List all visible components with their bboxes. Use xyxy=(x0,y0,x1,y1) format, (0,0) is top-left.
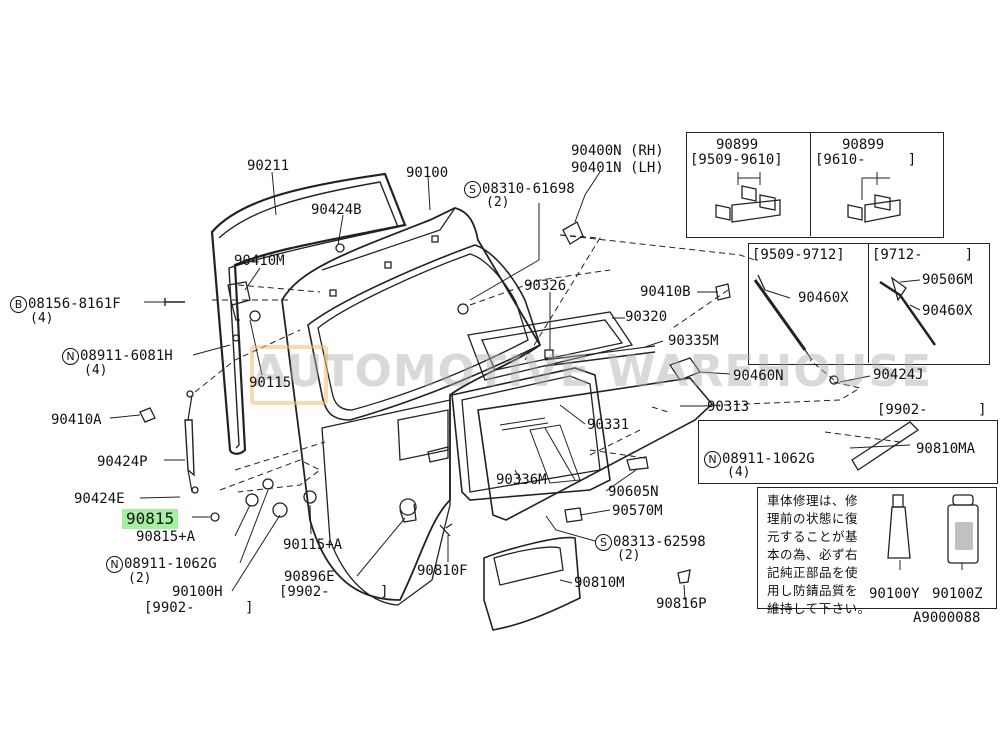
date-90896E: [9902- ] xyxy=(279,584,389,600)
part-label-90115[interactable]: 90115 xyxy=(249,375,292,391)
qty-08156: (4) xyxy=(30,311,54,326)
part-label-90100Z[interactable]: 90100Z xyxy=(932,586,983,602)
date-90100H: [9902- ] xyxy=(144,600,254,616)
90899-divider xyxy=(810,132,811,236)
symbol-n-icon: N xyxy=(62,348,79,365)
part-label-90460N[interactable]: 90460N xyxy=(733,368,784,384)
part-label-90460X-b[interactable]: 90460X xyxy=(922,303,973,319)
qty-08911c: (4) xyxy=(727,465,751,480)
date-9712: [9712- ] xyxy=(872,247,974,263)
part-label-90424E[interactable]: 90424E xyxy=(74,491,125,507)
part-label-90605N[interactable]: 90605N xyxy=(608,484,659,500)
symbol-n-icon: N xyxy=(704,451,721,468)
repair-note-line: 元することが基 xyxy=(767,529,859,544)
part-label-90335M[interactable]: 90335M xyxy=(668,333,719,349)
part-number-08156: 08156-8161F xyxy=(28,296,121,312)
part-label-90100[interactable]: 90100 xyxy=(406,165,449,181)
symbol-s-icon: S xyxy=(464,181,481,198)
part-label-90401N[interactable]: 90401N (LH) xyxy=(571,160,664,176)
part-label-90815-highlighted[interactable]: 90815 xyxy=(122,509,179,529)
repair-note-line: 本の為、必ず右 xyxy=(767,547,859,562)
part-label-90410B[interactable]: 90410B xyxy=(640,284,691,300)
part-label-90424J[interactable]: 90424J xyxy=(873,367,924,383)
qty-08313: (2) xyxy=(617,548,641,563)
qty-08911b: (2) xyxy=(128,571,152,586)
strut-box-divider xyxy=(868,243,869,363)
part-label-90815A[interactable]: 90815+A xyxy=(136,529,196,545)
part-number-08911a: 08911-6081H xyxy=(80,348,173,364)
part-label-90313[interactable]: 90313 xyxy=(707,399,750,415)
repair-note-line: 維持して下さい。 xyxy=(767,601,871,616)
part-label-90410A[interactable]: 90410A xyxy=(51,412,102,428)
part-number-08310: 08310-61698 xyxy=(482,181,575,197)
part-label-90211[interactable]: 90211 xyxy=(247,158,290,174)
part-label-90460X-a[interactable]: 90460X xyxy=(798,290,849,306)
part-label-90410M[interactable]: 90410M xyxy=(234,253,285,269)
part-label-90100H[interactable]: 90100H xyxy=(172,584,223,600)
repair-note-line: 車体修理は、修 xyxy=(767,493,859,508)
part-label-90331[interactable]: 90331 xyxy=(587,417,630,433)
repair-note: 車体修理は、修理前の状態に復元することが基本の為、必ず右記純正部品を使用し防錆品… xyxy=(767,492,899,618)
part-label-90400N[interactable]: 90400N (RH) xyxy=(571,143,664,159)
qty-08310: (2) xyxy=(486,195,510,210)
part-label-90899-b[interactable]: 90899 xyxy=(842,137,885,153)
part-label-90816P[interactable]: 90816P xyxy=(656,596,707,612)
part-label-90896E[interactable]: 90896E xyxy=(284,569,335,585)
symbol-s-icon: S xyxy=(595,534,612,551)
strut-box xyxy=(748,243,990,365)
part-label-90810MA[interactable]: 90810MA xyxy=(916,441,976,457)
part-label-90810M[interactable]: 90810M xyxy=(574,575,625,591)
symbol-n-icon: N xyxy=(106,556,123,573)
part-number-08911b: 08911-1062G xyxy=(124,556,217,572)
part-label-90320[interactable]: 90320 xyxy=(625,309,668,325)
part-label-90506M[interactable]: 90506M xyxy=(922,272,973,288)
qty-08911a: (4) xyxy=(84,363,108,378)
date-90899-a: [9509-9610] xyxy=(690,152,783,168)
repair-note-box xyxy=(757,487,997,609)
part-label-90899-a[interactable]: 90899 xyxy=(716,137,759,153)
part-label-90424B[interactable]: 90424B xyxy=(311,202,362,218)
date-9509-9712: [9509-9712] xyxy=(752,247,845,263)
part-number-08911c: 08911-1062G xyxy=(722,451,815,467)
symbol-b-icon: B xyxy=(10,296,27,313)
watermark-logo xyxy=(250,345,328,405)
90899-box xyxy=(686,132,944,238)
part-label-90326[interactable]: 90326 xyxy=(524,278,567,294)
date-9902-box: [9902- ] xyxy=(877,402,987,418)
part-label-90336M[interactable]: 90336M xyxy=(496,472,547,488)
diagram-code: A9000088 xyxy=(913,610,981,626)
part-label-90100Y[interactable]: 90100Y xyxy=(869,586,920,602)
part-number-08313: 08313-62598 xyxy=(613,534,706,550)
part-label-90570M[interactable]: 90570M xyxy=(612,503,663,519)
part-label-90115A[interactable]: 90115+A xyxy=(283,537,343,553)
repair-note-line: 記純正部品を使 xyxy=(767,565,859,580)
repair-note-line: 用し防錆品質を xyxy=(767,583,859,598)
part-label-90810F[interactable]: 90810F xyxy=(417,563,468,579)
watermark-text: AUTOMOTIVE WAREHOUSE xyxy=(253,346,933,397)
date-90899-b: [9610- ] xyxy=(815,152,917,168)
repair-note-line: 理前の状態に復 xyxy=(767,511,859,526)
part-label-90424P[interactable]: 90424P xyxy=(97,454,148,470)
trim-box xyxy=(698,420,998,484)
